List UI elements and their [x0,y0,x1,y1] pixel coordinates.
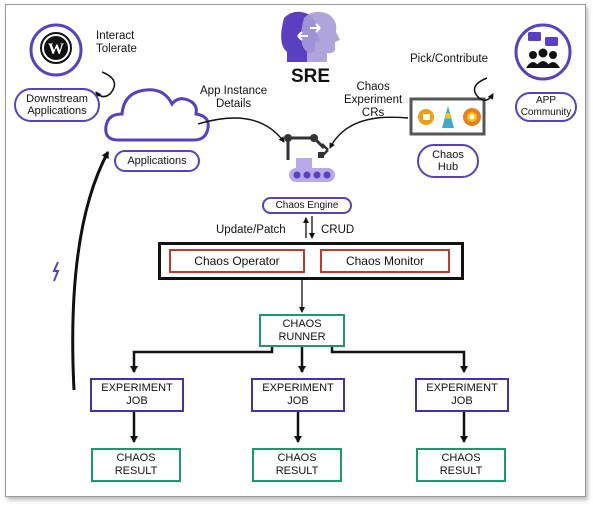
crud-label: CRUD [321,224,355,236]
sre-title: SRE [291,66,331,87]
app-community-node: APP Community [515,92,577,122]
pick-contribute-label: Pick/Contribute [410,53,488,65]
experiment-job-3: EXPERIMENT JOB [415,378,509,412]
svg-text:W: W [48,41,64,58]
interact-cycle-arrow [95,71,116,98]
lightning-icon [52,261,60,282]
chaos-hub-node: Chaos Hub [417,144,479,178]
wordpress-icon: W [29,23,83,77]
chaos-monitor-node: Chaos Monitor [320,249,450,273]
robot-arm-icon [284,134,335,182]
community-icon [514,23,572,81]
feedback-arrow [71,151,110,391]
job-to-result-arrows [130,412,468,443]
chaos-hub-charts-icon [409,97,486,136]
experiment-job-1: EXPERIMENT JOB [90,378,184,412]
chaos-engine-node: Chaos Engine [262,197,352,214]
update-patch-label: Update/Patch [216,224,286,236]
chaos-runner-node: CHAOS RUNNER [259,314,345,347]
interact-tolerate-label: Interact Tolerate [96,30,137,55]
chaos-result-1: CHAOS RESULT [91,448,181,482]
applications-node: Applications [114,150,200,172]
app-instance-details-label: App Instance Details [200,85,268,110]
cloud-icon [104,88,210,142]
app-to-engine-arrow [197,117,285,143]
chaos-result-3: CHAOS RESULT [416,448,506,482]
experiment-job-2: EXPERIMENT JOB [251,378,345,412]
contribute-cycle-arrow [473,77,494,101]
runner-branches [130,346,468,373]
chaos-operator-node: Chaos Operator [169,249,305,273]
chaos-result-2: CHAOS RESULT [252,448,342,482]
sre-heads-icon [281,11,340,62]
hub-to-engine-arrow [329,116,409,149]
downstream-applications-node: Downstream Applications [14,88,100,122]
chaos-experiment-crs-label: Chaos Experiment CRs [344,81,403,119]
